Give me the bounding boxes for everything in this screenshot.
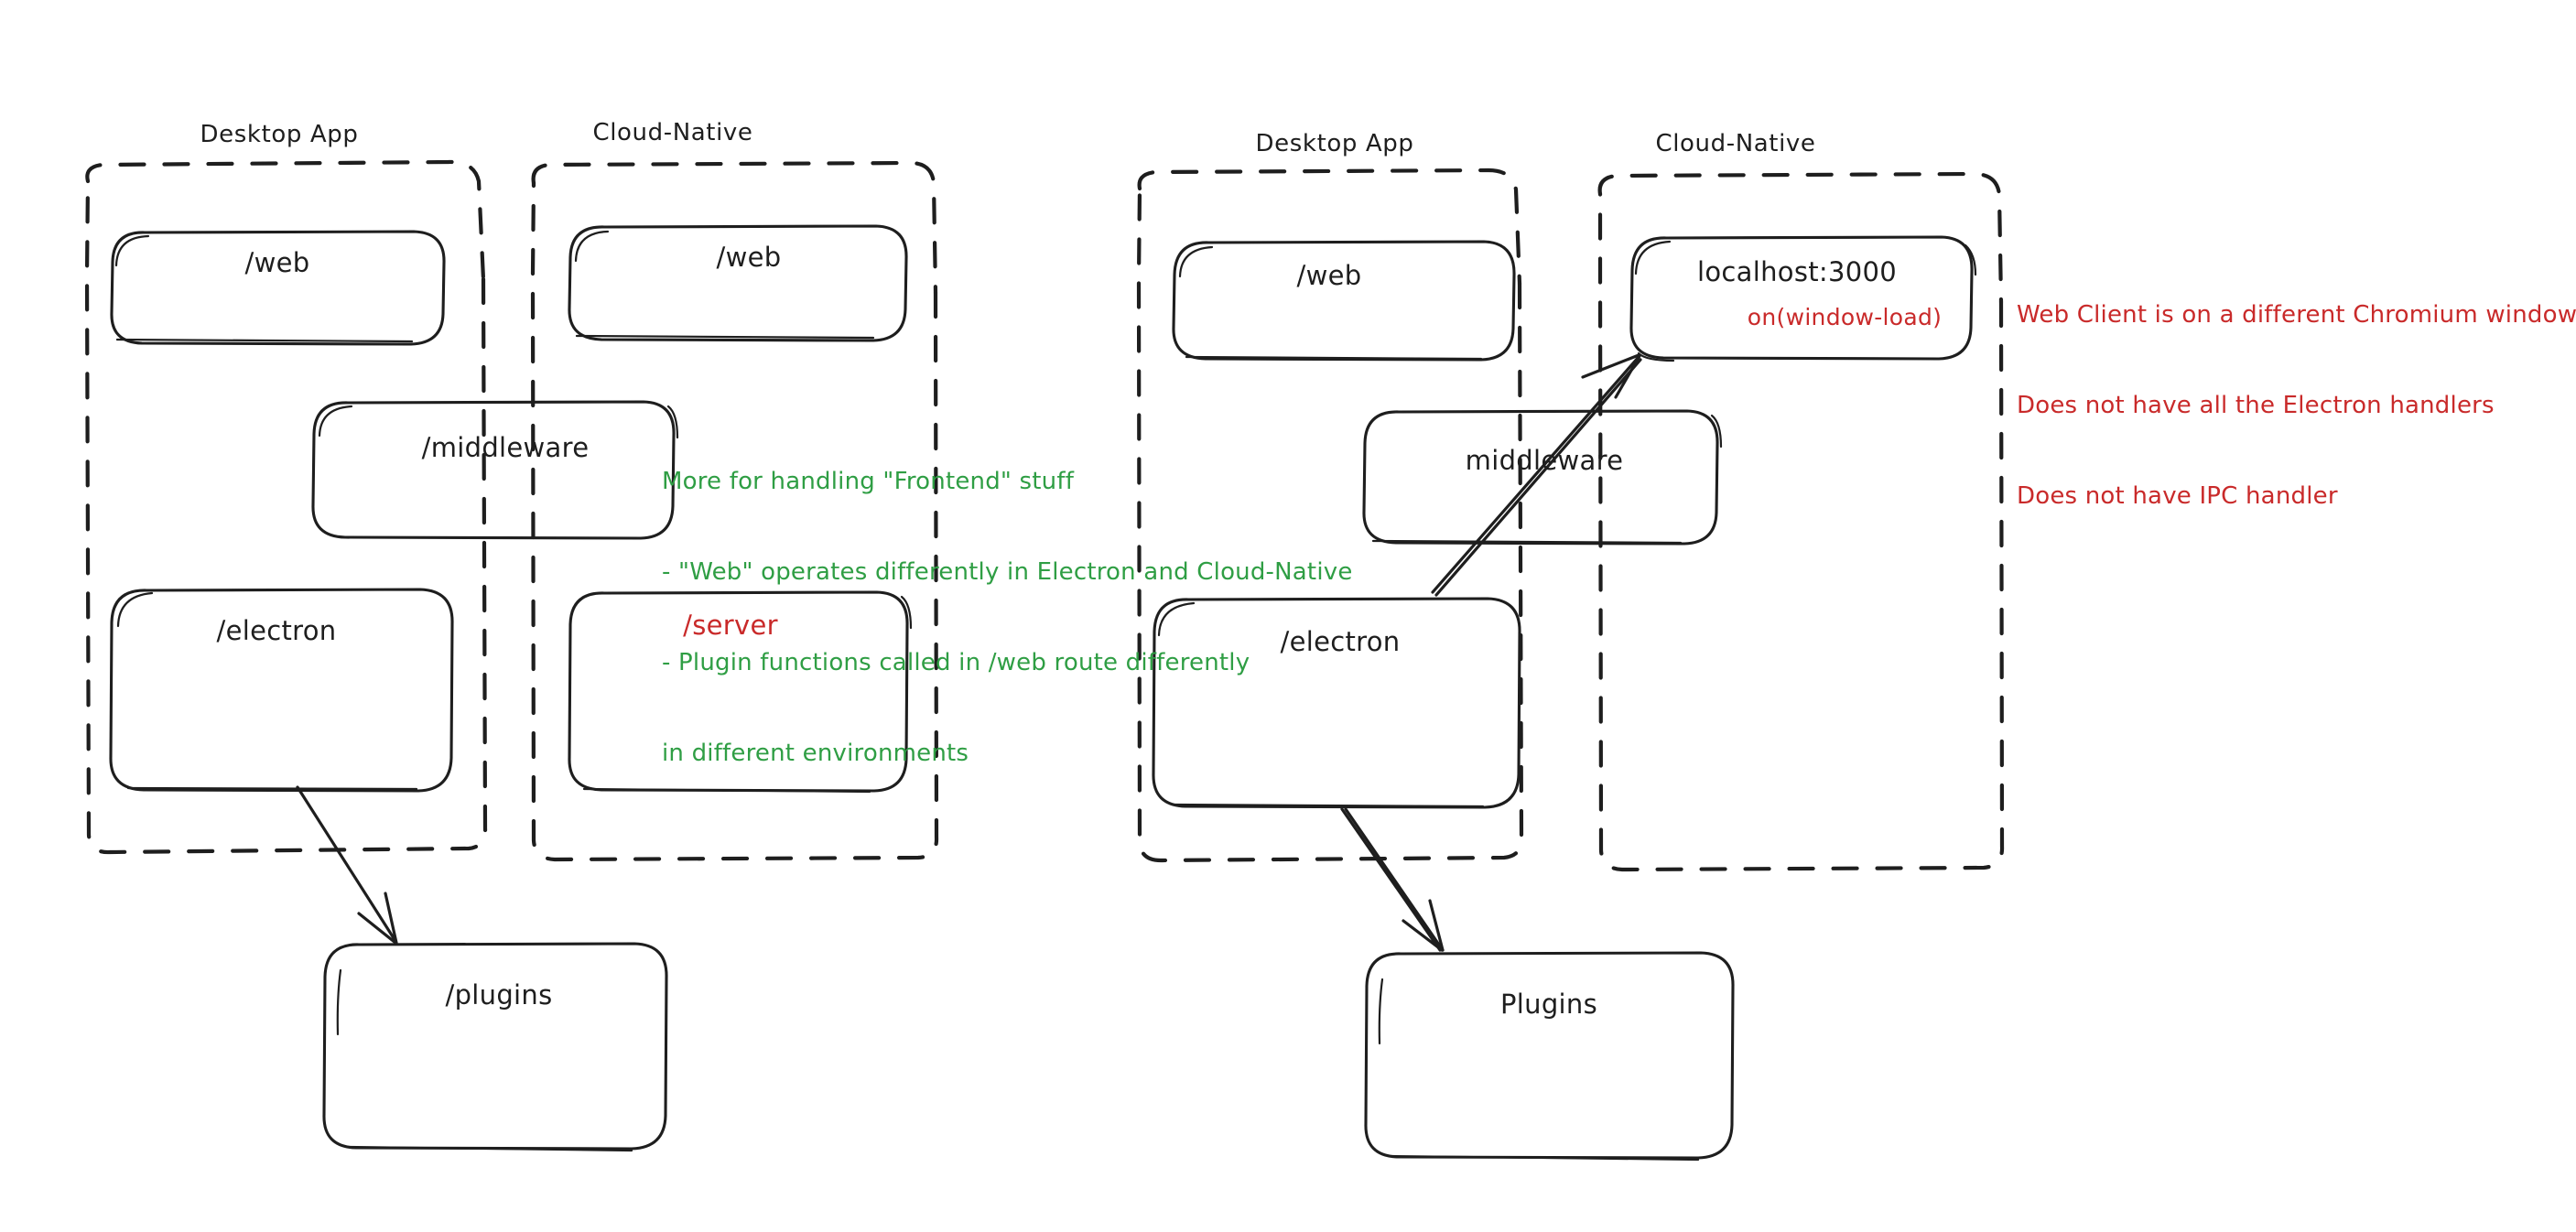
arrow-left-electron-to-plugins (296, 785, 398, 945)
box-left-middleware[interactable] (311, 400, 679, 540)
box-label-right-desktop-web: /web (1296, 260, 1362, 291)
box-label-right-middleware: middleware (1465, 445, 1624, 476)
group-label-right-desktop-app: Desktop App (1255, 130, 1414, 157)
annotation-green-line-1: More for handling "Frontend" stuff (662, 468, 1075, 495)
group-label-right-cloud-native: Cloud-Native (1655, 130, 1816, 157)
annotation-red-line-1: Web Client is on a different Chromium wi… (2017, 301, 2576, 329)
annotation-green-line-4: in different environments (662, 740, 969, 767)
box-label-left-server: /server (683, 610, 778, 641)
box-label-right-plugins: Plugins (1500, 989, 1597, 1020)
box-label-right-electron: /electron (1280, 626, 1401, 657)
box-label-left-desktop-web: /web (244, 247, 310, 278)
box-label-left-electron: /electron (216, 615, 337, 646)
group-label-left-desktop-app: Desktop App (200, 121, 359, 148)
annotation-red-line-3: Does not have IPC handler (2017, 482, 2338, 510)
group-label-left-cloud-native: Cloud-Native (592, 119, 753, 146)
annotation-green-line-3: - Plugin functions called in /web route … (662, 649, 1250, 676)
annotation-red-note: Web Client is on a different Chromium wi… (2017, 240, 2576, 572)
box-left-plugins[interactable] (322, 942, 668, 1152)
annotation-red-line-2: Does not have all the Electron handlers (2017, 392, 2495, 419)
arrow-right-electron-to-plugins (1340, 807, 1445, 952)
annotation-green-note: More for handling "Frontend" stuff - "We… (662, 406, 1353, 829)
box-label-left-plugins: /plugins (445, 979, 553, 1010)
box-right-middleware[interactable] (1362, 409, 1723, 546)
box-right-plugins[interactable] (1364, 951, 1735, 1162)
annotation-green-line-2: - "Web" operates differently in Electron… (662, 558, 1353, 586)
box-label-right-localhost: localhost:3000 (1697, 256, 1897, 287)
box-label-left-middleware: /middleware (421, 432, 590, 463)
box-label-left-cloud-web: /web (716, 242, 782, 273)
box-sublabel-right-localhost-on-window-load: on(window-load) (1747, 304, 1943, 330)
